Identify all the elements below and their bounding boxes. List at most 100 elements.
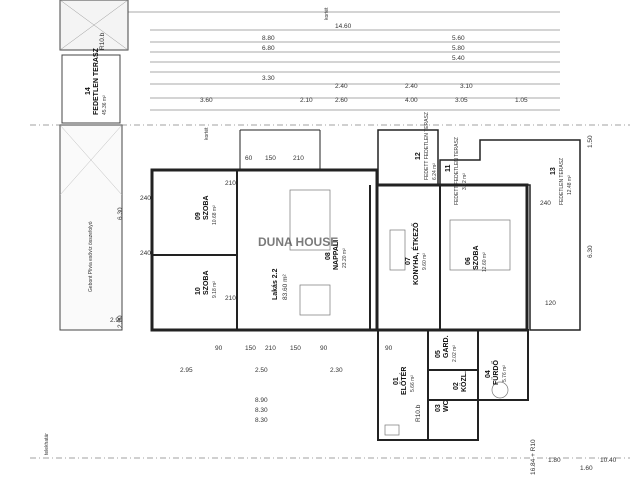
- svg-text:6.24 m²: 6.24 m²: [432, 163, 438, 180]
- dim-side-2: 2.90: [117, 315, 124, 328]
- dim-inner-1: 150: [265, 155, 276, 162]
- dim-inner-5: 210: [265, 345, 276, 352]
- dim-top-0: 14.60: [335, 23, 352, 30]
- dim-top-14: 3.10: [460, 83, 473, 90]
- svg-text:FEDETT FEDETLEN TERASZ: FEDETT FEDETLEN TERASZ: [454, 137, 460, 205]
- svg-text:14: 14: [85, 87, 92, 95]
- bottom-dimensions: 2.90 2.95 2.50 2.30 8.30 8.90 8.30 1.60 …: [110, 317, 617, 472]
- svg-text:FEDETLEN TERASZ: FEDETLEN TERASZ: [559, 158, 565, 205]
- dim-bottom-9: 10.40: [600, 457, 617, 464]
- dim-inner-3: 90: [215, 345, 223, 352]
- svg-text:FÜRDŐ: FÜRDŐ: [491, 360, 500, 385]
- dimension-lines-top: [110, 11, 560, 111]
- dim-bottom-5: 8.90: [255, 397, 268, 404]
- dim-inner-8: 240: [140, 195, 151, 202]
- dim-top-2: 5.60: [452, 35, 465, 42]
- dim-top-15: 1.05: [515, 97, 528, 104]
- svg-text:02: 02: [453, 382, 460, 390]
- dim-inner-11: 210: [225, 295, 236, 302]
- svg-text:2.02 m²: 2.02 m²: [452, 345, 458, 362]
- level-top-left: R10.b: [99, 32, 106, 50]
- terrace-14: [59, 0, 129, 331]
- svg-text:13: 13: [550, 167, 557, 175]
- svg-text:NAPPALI: NAPPALI: [333, 240, 340, 270]
- svg-text:09: 09: [195, 212, 202, 220]
- dim-inner-14: 90: [385, 345, 393, 352]
- dim-top-3: 6.80: [262, 45, 275, 52]
- apartment-area: 83.60 m²: [282, 274, 289, 300]
- svg-text:3.72 m²: 3.72 m²: [462, 173, 468, 190]
- svg-text:04: 04: [485, 370, 492, 378]
- svg-text:ELŐTÉR: ELŐTÉR: [399, 367, 408, 395]
- dim-top-5: 5.40: [452, 55, 465, 62]
- furniture: [289, 189, 511, 436]
- svg-text:12: 12: [415, 152, 422, 160]
- svg-text:5.76 m²: 5.76 m²: [502, 365, 508, 382]
- dim-bottom-1: 2.95: [180, 367, 193, 374]
- dim-top-12: 2.40: [335, 83, 348, 90]
- svg-text:08: 08: [325, 252, 332, 260]
- svg-text:KONYHA, ÉTKEZŐ: KONYHA, ÉTKEZŐ: [411, 222, 420, 285]
- dim-top-10: 3.60: [200, 97, 213, 104]
- dim-inner-6: 150: [290, 345, 301, 352]
- apartment-title: Lakás 2.2: [272, 268, 279, 300]
- svg-text:GARD.: GARD.: [443, 335, 450, 358]
- kortet-label: kortét: [324, 7, 330, 20]
- dim-bottom-0: 2.90: [110, 317, 123, 324]
- dim-top-6: 3.05: [455, 97, 468, 104]
- dim-inner-10: 240: [140, 250, 151, 257]
- dim-top-7: 4.00: [405, 97, 418, 104]
- dim-inner-9: 210: [225, 180, 236, 187]
- dim-bottom-6: 8.30: [255, 417, 268, 424]
- dim-top-1: 8.80: [262, 35, 275, 42]
- dim-side-0: 1.50: [587, 135, 594, 148]
- top-dimensions: 14.60 8.80 5.60 6.80 5.80 5.40 3.05 4.00…: [200, 23, 528, 104]
- svg-text:FEDETLEN TERASZ: FEDETLEN TERASZ: [93, 47, 100, 115]
- axis-lines: [30, 124, 630, 459]
- dim-side-1: 6.30: [587, 245, 594, 258]
- roof-note: Gebont Plivia esővíz összefolyó: [88, 221, 94, 292]
- dim-top-13: 2.10: [300, 97, 313, 104]
- dim-inner-7: 90: [320, 345, 328, 352]
- svg-text:11: 11: [445, 164, 452, 172]
- dim-bottom-2: 2.50: [255, 367, 268, 374]
- dim-bottom-8: 1.80: [548, 457, 561, 464]
- dim-inner-0: 60: [245, 155, 253, 162]
- svg-text:23.20 m²: 23.20 m²: [342, 248, 348, 268]
- dim-side-3: 6.30: [117, 207, 124, 220]
- svg-text:45.36 m²: 45.36 m²: [102, 95, 108, 115]
- svg-text:KÖZL.: KÖZL.: [459, 371, 468, 392]
- svg-text:12.60 m²: 12.60 m²: [482, 252, 488, 272]
- apartment-walls: [150, 129, 581, 441]
- svg-text:FEDETT FEDETLEN TERASZ: FEDETT FEDETLEN TERASZ: [424, 112, 430, 180]
- dim-top-4: 5.80: [452, 45, 465, 52]
- svg-text:9.18 m²: 9.18 m²: [212, 281, 218, 298]
- svg-text:SZOBA: SZOBA: [203, 271, 210, 296]
- side-dimensions: 1.50 6.30 2.90 6.30: [117, 135, 594, 328]
- dim-top-11: 2.40: [405, 83, 418, 90]
- svg-text:SZOBA: SZOBA: [203, 196, 210, 221]
- dim-inner-4: 150: [245, 345, 256, 352]
- kortet-label-2: kortét: [204, 127, 210, 140]
- level-bottom-left: R10.b: [415, 404, 422, 422]
- svg-text:5.66 m²: 5.66 m²: [410, 375, 416, 392]
- dim-bottom-3: 2.30: [330, 367, 343, 374]
- svg-text:10: 10: [195, 287, 202, 295]
- svg-text:WC: WC: [443, 400, 450, 412]
- inner-dimensions: 60 150 210 90 150 210 150 90 240 210 240…: [140, 155, 556, 352]
- boundary-label: telekhatár: [44, 433, 50, 455]
- svg-text:10.68 m²: 10.68 m²: [212, 205, 218, 225]
